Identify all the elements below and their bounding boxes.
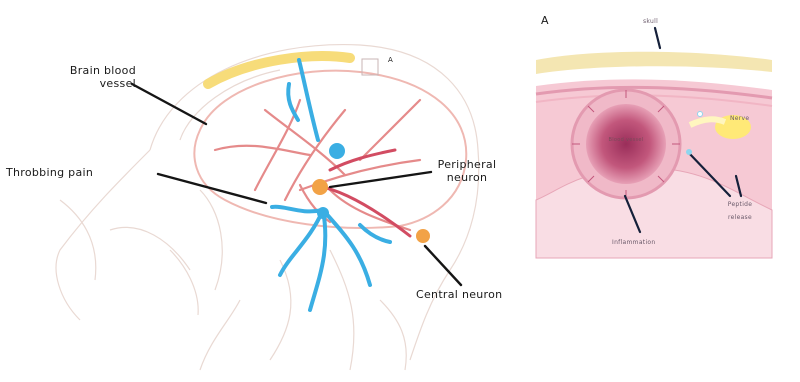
- peripheral-neuron-dot: [312, 179, 328, 195]
- label-peripheral-neuron: Peripheral neuron: [432, 158, 502, 184]
- inset-panel: [536, 28, 772, 260]
- blue-neuron-upper: [329, 143, 345, 159]
- head-outline: [56, 45, 479, 370]
- label-inset-panel: A: [541, 14, 549, 27]
- blue-neuron-lower: [317, 207, 329, 219]
- label-inset-marker: A: [388, 54, 393, 67]
- label-central-neuron: Central neuron: [416, 288, 502, 301]
- central-pathways: [272, 60, 390, 310]
- label-inset-top: skull: [643, 15, 658, 28]
- label-inset-right: Nerve: [730, 112, 749, 125]
- label-throbbing-pain: Throbbing pain: [6, 166, 93, 179]
- label-inset-vessel: Blood vessel: [600, 134, 652, 147]
- label-inset-inflammation: Inflammation: [612, 236, 656, 249]
- label-brain-blood-vessel: Brain blood vessel: [46, 64, 136, 90]
- label-inset-peptide: Peptide release: [718, 198, 762, 224]
- central-neuron-dot: [416, 229, 430, 243]
